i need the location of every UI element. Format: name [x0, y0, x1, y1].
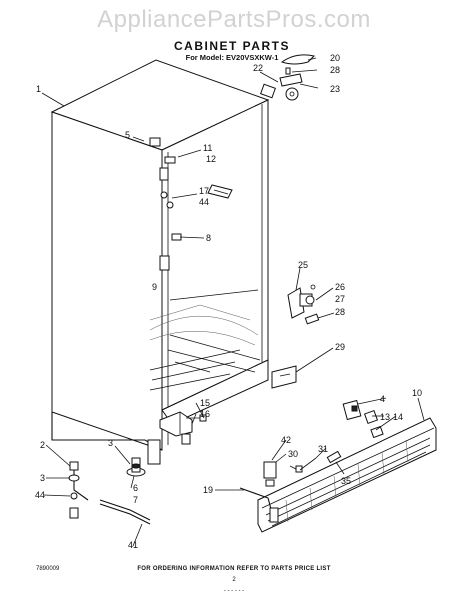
- grille-clips: [239, 450, 342, 523]
- ordering-note: FOR ORDERING INFORMATION REFER TO PARTS …: [137, 566, 330, 572]
- callout-26: 26: [335, 282, 345, 292]
- callout-6: 6: [133, 483, 138, 493]
- callout-17: 17: [199, 186, 209, 196]
- callout-10: 10: [412, 388, 422, 398]
- callout-16: 16: [200, 409, 210, 419]
- callout-12: 12: [206, 154, 216, 164]
- watermark-text: AppliancePartsPros.com: [97, 6, 371, 33]
- callout-2: 2: [40, 440, 45, 450]
- cabinet-shell: [50, 59, 276, 465]
- grille-switch-parts: [342, 399, 384, 439]
- model-subtitle: For Model: EV20VSXKW-1: [186, 53, 279, 62]
- page-number: 2: [232, 577, 236, 583]
- part-12-latch: [207, 184, 233, 199]
- callout-8: 8: [206, 233, 211, 243]
- callout-30: 30: [288, 449, 298, 459]
- top-hinge-assembly: [279, 54, 315, 101]
- callout-35: 35: [341, 476, 351, 486]
- callout-23: 23: [330, 84, 340, 94]
- bottom-hinge-bracket: [271, 365, 297, 389]
- callout-42: 42: [281, 435, 291, 445]
- callout-labels: 1 5 11 12 17 44 8 9 20 28 22 23 25 26 27…: [35, 53, 422, 550]
- callout-44-top: 44: [199, 197, 209, 207]
- callout-5: 5: [125, 130, 130, 140]
- callout-19: 19: [203, 485, 213, 495]
- callout-41: 41: [128, 540, 138, 550]
- callout-1: 1: [36, 84, 41, 94]
- bottom-hinge: [159, 411, 207, 445]
- callout-28-mid: 28: [335, 307, 345, 317]
- callout-3: 3: [108, 438, 113, 448]
- callout-27: 27: [335, 294, 345, 304]
- callout-7: 7: [133, 495, 138, 505]
- page-mark: - - - - - -: [224, 588, 244, 594]
- callout-3b: 3: [40, 473, 45, 483]
- toe-grille: [257, 417, 437, 533]
- callout-11: 11: [203, 143, 212, 153]
- callout-15: 15: [200, 398, 210, 408]
- lower-left-hardware: [68, 461, 151, 525]
- leader-lines: [41, 57, 425, 547]
- mid-hinge-bracket: [287, 284, 320, 325]
- callout-29: 29: [335, 342, 345, 352]
- callout-14: 14: [393, 412, 403, 422]
- callout-31: 31: [318, 444, 328, 454]
- callout-25: 25: [298, 260, 308, 270]
- page-title: CABINET PARTS: [174, 39, 290, 53]
- callout-9: 9: [152, 282, 157, 292]
- callout-44-bottom: 44: [35, 490, 45, 500]
- callout-13: 13: [380, 412, 390, 422]
- callout-4: 4: [380, 394, 385, 404]
- callout-20: 20: [330, 53, 340, 63]
- leveling-leg: [126, 457, 146, 477]
- callout-28-top: 28: [330, 65, 340, 75]
- figure-code: 7890009: [36, 566, 60, 572]
- callout-22: 22: [253, 63, 263, 73]
